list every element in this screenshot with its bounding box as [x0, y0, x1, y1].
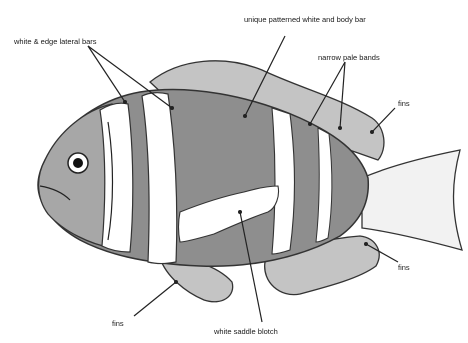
label-white-edge-bars: white & edge lateral bars [13, 37, 97, 46]
label-fins-side: fins [398, 263, 410, 272]
eye-pupil [73, 158, 83, 168]
white-bar-1 [100, 103, 133, 252]
label-fins-top: fins [398, 99, 410, 108]
label-narrow-bands: narrow pale bands [318, 53, 380, 62]
label-pelvic: fins [112, 319, 124, 328]
tail-fin [362, 150, 462, 250]
label-unique-pattern: unique patterned white and body bar [244, 15, 366, 24]
narrow-band-1 [272, 108, 295, 254]
label-white-blotch: white saddle blotch [213, 327, 278, 336]
